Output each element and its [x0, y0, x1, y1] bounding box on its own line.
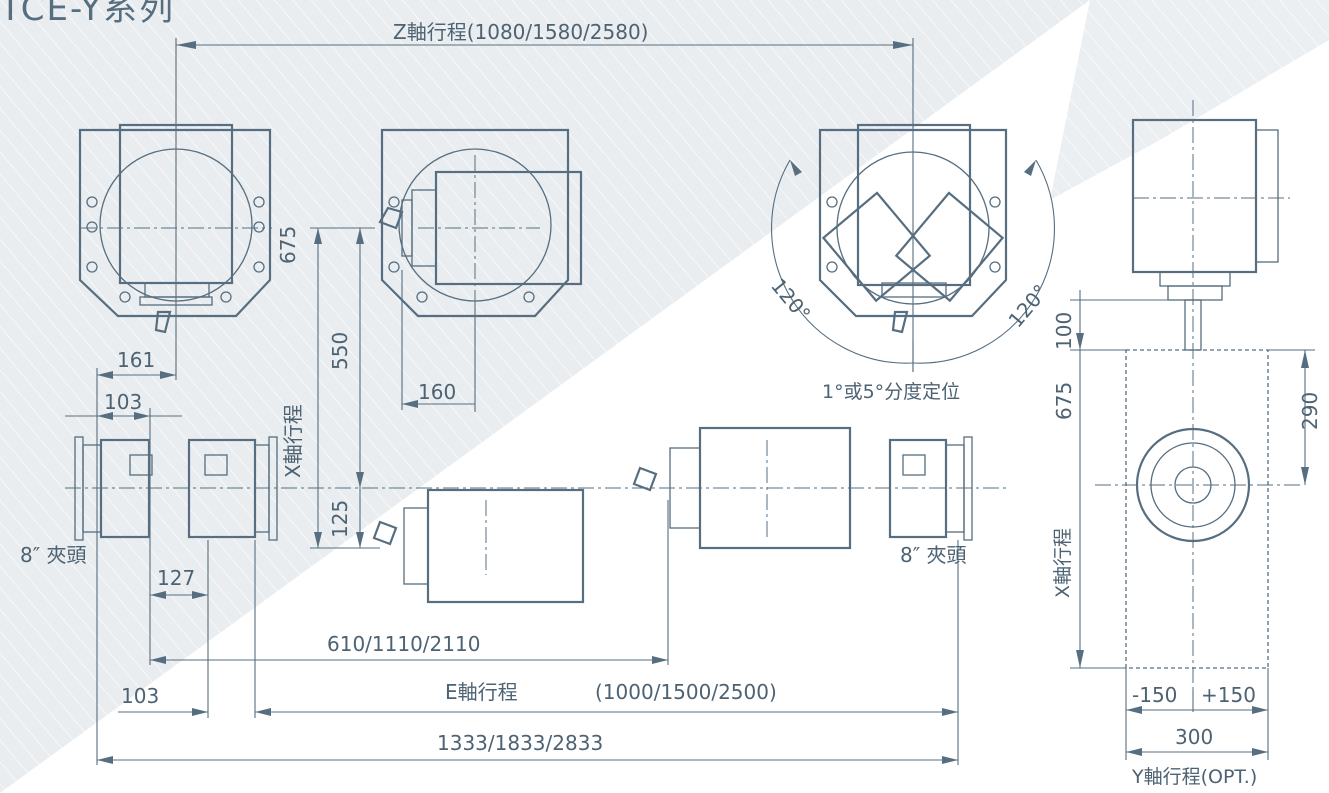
e-stroke-label: E軸行程	[445, 680, 518, 704]
turret-view-left	[78, 123, 272, 334]
dim-minus-150: -150	[1132, 683, 1178, 707]
dim-161: 161	[117, 348, 156, 372]
chuck-label-left: 8″ 夾頭	[20, 543, 87, 567]
turret-view-middle	[378, 128, 583, 318]
left-dimensions	[65, 368, 959, 765]
dim-610: 610/1110/2110	[327, 632, 481, 656]
e-stroke-values: (1000/1500/2500)	[595, 680, 777, 704]
dim-1333: 1333/1833/2833	[437, 731, 604, 755]
indexing-label: 1°或5°分度定位	[822, 381, 961, 403]
x-stroke-label-right: X軸行程	[1052, 527, 1074, 598]
dim-300: 300	[1175, 725, 1214, 749]
turret-side-view	[1095, 100, 1300, 690]
dim-675-left: 675	[276, 225, 300, 264]
tool-head-bottom-left	[372, 488, 585, 604]
dim-103-top: 103	[104, 390, 143, 414]
x-stroke-dimensions	[310, 227, 476, 549]
dim-160: 160	[418, 380, 457, 404]
z-stroke-dimension	[175, 38, 914, 380]
page-title: TCE-Y系列	[0, 0, 176, 29]
x-stroke-label: X軸行程	[281, 404, 305, 478]
side-view-dimensions	[1070, 290, 1315, 760]
dim-675-right: 675	[1052, 381, 1076, 420]
dim-125: 125	[328, 499, 352, 538]
dim-100: 100	[1052, 311, 1076, 350]
chuck-label-right: 8″ 夾頭	[900, 543, 967, 567]
dim-plus-150: +150	[1201, 683, 1256, 707]
dim-550: 550	[328, 331, 352, 370]
turret-view-tilting	[771, 123, 1055, 372]
y-stroke-label: Y軸行程(OPT.)	[1132, 766, 1258, 788]
dim-103-bottom: 103	[121, 684, 160, 708]
dim-290: 290	[1298, 391, 1322, 430]
dim-127: 127	[157, 566, 196, 590]
z-stroke-label: Z軸行程(1080/1580/2580)	[393, 20, 649, 44]
